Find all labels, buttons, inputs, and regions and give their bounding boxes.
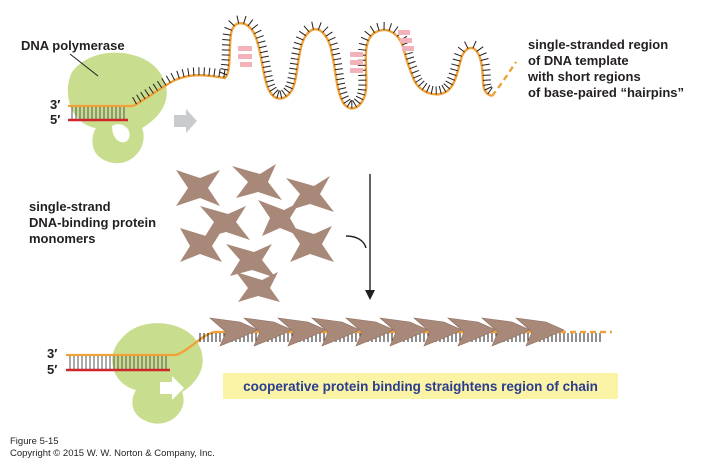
caption-text: cooperative protein binding straightens …	[243, 378, 598, 394]
ssb-coated-chain	[209, 317, 565, 347]
primer-duplex-bottom	[66, 353, 176, 372]
bound-ssb-monomer	[447, 317, 497, 347]
ssb-monomer	[200, 206, 250, 240]
prime-5-bottom: 5′	[47, 362, 58, 377]
bound-ssb-monomer	[209, 317, 259, 347]
prime-3-bottom: 3′	[47, 346, 58, 361]
ssb-monomer	[180, 228, 222, 262]
bound-ssb-monomer	[243, 317, 293, 347]
dna-polymerase-top	[67, 52, 167, 164]
template-strand-bottom	[175, 330, 560, 357]
primer-duplex-top	[68, 104, 133, 122]
template-strand-top	[132, 22, 493, 110]
down-arrow-head	[365, 290, 375, 300]
bound-ssb-monomer	[413, 317, 463, 347]
ssb-monomer	[232, 164, 282, 200]
dna-polymerase-bottom	[112, 323, 203, 424]
ssb-monomer	[236, 272, 280, 302]
bound-ssb-monomer	[311, 317, 361, 347]
bound-ssb-monomer	[345, 317, 395, 347]
hairpin-base-pairs	[238, 30, 414, 73]
prime-5-top: 5′	[50, 112, 61, 127]
ssb-monomers	[176, 164, 334, 302]
caption-box: cooperative protein binding straightens …	[223, 373, 618, 399]
bound-ssb-monomer	[277, 317, 327, 347]
ssb-monomer	[226, 244, 276, 278]
bound-ssb-monomer	[515, 317, 565, 347]
bound-ssb-monomer	[379, 317, 429, 347]
prime-3-top: 3′	[50, 97, 61, 112]
direction-arrow-top	[174, 109, 197, 133]
ssb-monomer	[176, 170, 220, 206]
direction-arrow-bottom	[160, 376, 184, 400]
binding-bracket	[345, 235, 367, 249]
bound-ssb-monomer	[481, 317, 531, 347]
copyright-line: Copyright © 2015 W. W. Norton & Company,…	[10, 448, 215, 459]
ssb-monomers-label: single-strand DNA-binding protein monome…	[29, 199, 157, 246]
figure-number: Figure 5-15	[10, 436, 59, 447]
dna-polymerase-label: DNA polymerase	[21, 38, 125, 53]
ss-region-label: single-stranded region of DNA template w…	[528, 37, 685, 100]
ssb-monomer	[288, 226, 334, 262]
